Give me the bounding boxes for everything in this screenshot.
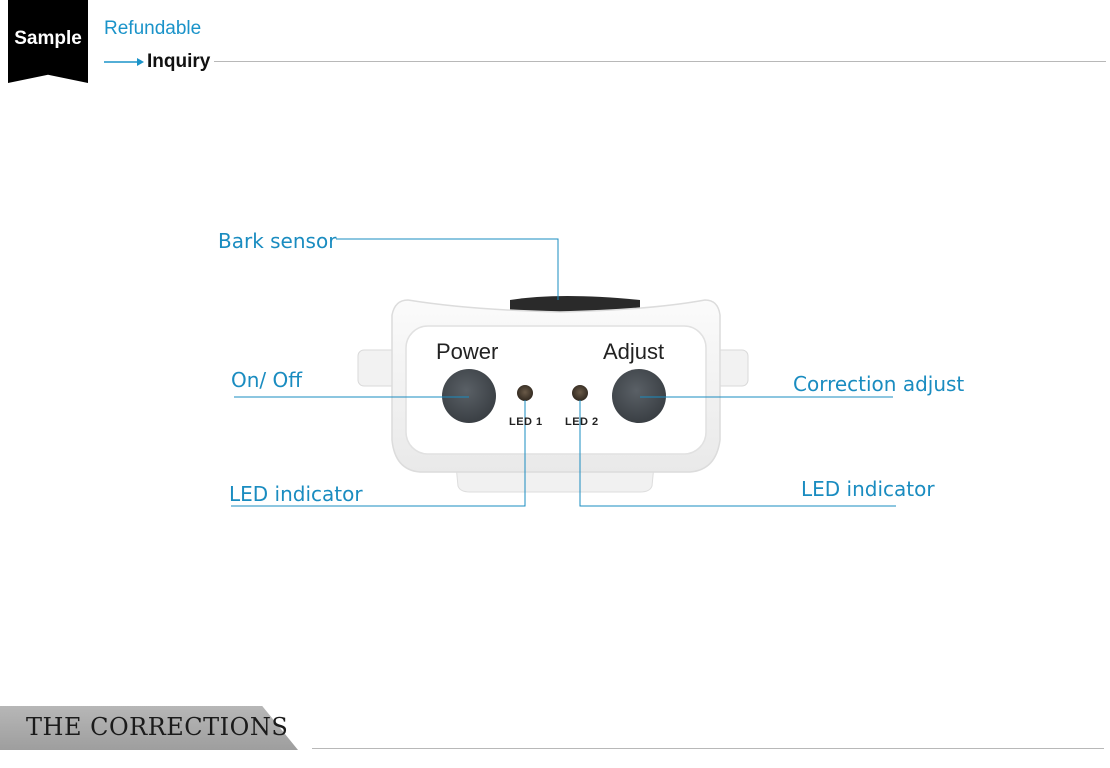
adjust-button bbox=[612, 369, 666, 423]
inquiry-link[interactable]: Inquiry bbox=[147, 51, 211, 72]
on-off-callout: On/ Off bbox=[231, 368, 303, 392]
led-1 bbox=[517, 385, 533, 401]
bark-sensor-top bbox=[510, 296, 640, 312]
bark-sensor-callout: Bark sensor bbox=[218, 229, 337, 253]
footer-title: THE CORRECTIONS bbox=[26, 713, 289, 741]
led-2 bbox=[572, 385, 588, 401]
adjust-label: Adjust bbox=[603, 339, 665, 364]
led-right-leader bbox=[579, 400, 896, 507]
sample-badge-label: Sample bbox=[14, 28, 82, 49]
device-panel bbox=[405, 325, 707, 455]
header-divider bbox=[214, 61, 1106, 62]
led-indicator-right-callout: LED indicator bbox=[801, 477, 935, 501]
led2-label: LED 2 bbox=[565, 416, 599, 428]
refundable-label: Refundable bbox=[104, 18, 202, 39]
led1-label: LED 1 bbox=[509, 416, 543, 428]
bark-sensor-leader bbox=[336, 238, 559, 300]
sample-badge: Sample bbox=[8, 0, 88, 83]
correction-adjust-callout: Correction adjust bbox=[793, 372, 965, 396]
footer-divider bbox=[312, 748, 1104, 749]
led-indicator-left-callout: LED indicator bbox=[229, 482, 363, 506]
power-label: Power bbox=[436, 339, 499, 364]
led-left-leader bbox=[231, 400, 526, 507]
arrow-right-icon bbox=[104, 58, 144, 66]
power-button bbox=[442, 369, 496, 423]
footer-tab bbox=[0, 706, 298, 750]
